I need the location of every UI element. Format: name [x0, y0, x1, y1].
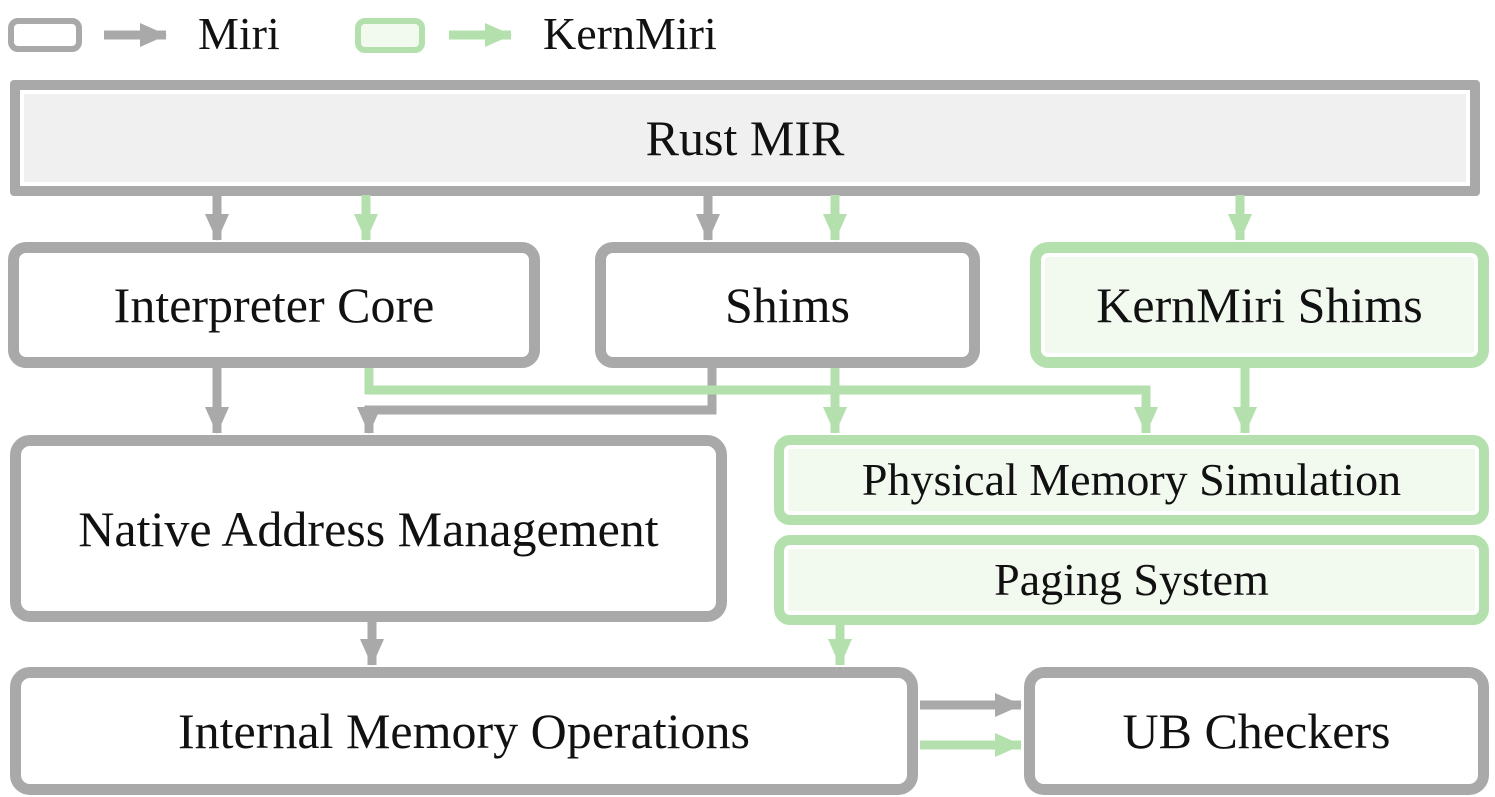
legend-miri-label: Miri [198, 8, 280, 59]
legend-miri-box-swatch [8, 18, 82, 52]
edge-shims-to-nam-miri [357, 368, 717, 434]
node-native-address-management: Native Address Management [10, 435, 727, 622]
node-paging-system: Paging System [774, 535, 1489, 625]
node-physical-memory-simulation-label: Physical Memory Simulation [861, 454, 1402, 505]
legend-kernmiri-label: KernMiri [543, 8, 717, 59]
node-native-address-management-label: Native Address Management [78, 500, 659, 557]
edge-interpretercore-to-pms-kernmiri [364, 368, 1158, 434]
node-rust-mir-label: Rust MIR [645, 110, 845, 166]
node-rust-mir: Rust MIR [10, 80, 1480, 196]
node-ub-checkers: UB Checkers [1024, 667, 1489, 795]
node-physical-memory-simulation: Physical Memory Simulation [774, 435, 1489, 525]
node-shims-label: Shims [724, 277, 851, 333]
node-kernmiri-shims-label: KernMiri Shims [1096, 277, 1423, 333]
node-interpreter-core-label: Interpreter Core [113, 277, 435, 333]
node-shims: Shims [595, 242, 980, 368]
node-internal-memory-operations: Internal Memory Operations [10, 667, 918, 795]
node-kernmiri-shims: KernMiri Shims [1030, 242, 1489, 368]
legend-kernmiri-box-swatch [355, 18, 425, 53]
node-interpreter-core: Interpreter Core [8, 242, 540, 368]
node-paging-system-label: Paging System [994, 554, 1269, 605]
node-internal-memory-operations-label: Internal Memory Operations [177, 703, 751, 759]
node-ub-checkers-label: UB Checkers [1122, 703, 1391, 759]
